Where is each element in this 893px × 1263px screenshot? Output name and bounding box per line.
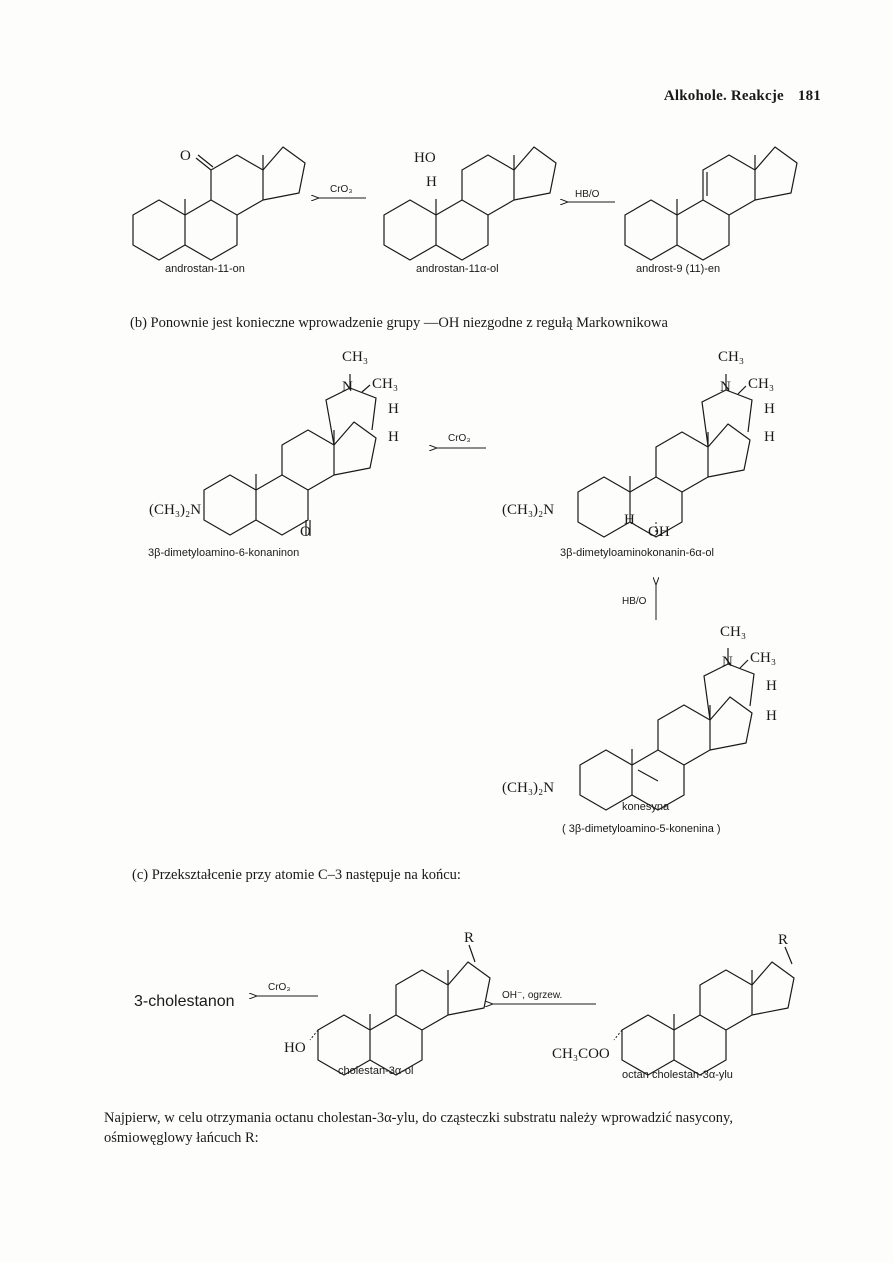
reagent-cro3-b: CrO₃ xyxy=(448,433,470,444)
nme2-r: (CH₃)₂N xyxy=(502,502,554,518)
page-number: 181 xyxy=(797,88,821,104)
reagent-hbo-b: HB/O xyxy=(622,596,647,607)
name-octan: octan cholestan-3α-ylu xyxy=(622,1069,733,1081)
arrow-a2: HB/O xyxy=(567,189,615,202)
compound-androstan-11a-ol: HO H androstan-11α-ol xyxy=(383,146,557,275)
arrow-b2: HB/O xyxy=(622,584,656,620)
reagent-cro3-a: CrO₃ xyxy=(330,184,352,195)
name-cholestan-ol: cholestan-3α-ol xyxy=(338,1065,413,1077)
header-title: Alkohole. Reakcje xyxy=(663,88,784,104)
ch3-top-r: CH₃ xyxy=(718,349,744,365)
n-atom-r: N xyxy=(720,379,731,395)
carbonyl-o: O xyxy=(180,148,191,164)
ch3-n-k: CH₃ xyxy=(750,650,776,666)
h-6: H xyxy=(624,512,635,528)
name-androstan-11a-ol: androstan-11α-ol xyxy=(416,263,499,275)
name-androst-9-11-en: androst-9 (11)-en xyxy=(636,263,720,275)
h-lower: H xyxy=(388,429,399,445)
oh-6: OH xyxy=(648,524,670,540)
n-atom: N xyxy=(342,379,353,395)
name-konaninon: 3β-dimetyloamino-6-konaninon xyxy=(148,547,299,559)
h-lower-r: H xyxy=(764,429,775,445)
h-upper-r: H xyxy=(764,401,775,417)
compound-androst-9-11-en: androst-9 (11)-en xyxy=(624,146,798,275)
ch3-top: CH₃ xyxy=(342,349,368,365)
compound-konaninon: CH₃ N CH₃ H H (CH₃)₂N O 3β-dimetyloamino… xyxy=(148,349,399,559)
substituent-h: H xyxy=(426,174,437,190)
reagent-cro3-c: CrO₃ xyxy=(268,982,290,993)
r-group-1: R xyxy=(464,930,474,946)
name-konanin-ol: 3β-dimetyloaminokonanin-6α-ol xyxy=(560,547,714,559)
name-konesyna: konesyna xyxy=(622,801,670,813)
ch3coo: CH₃COO xyxy=(552,1046,610,1062)
name-androstan-11-on: androstan-11-on xyxy=(165,263,245,275)
ch3-n-r: CH₃ xyxy=(748,376,774,392)
n-atom-k: N xyxy=(722,654,733,670)
closing-paragraph: Najpierw, w celu otrzymania octanu chole… xyxy=(104,1110,733,1146)
nme2: (CH₃)₂N xyxy=(149,502,201,518)
ch3-top-k: CH₃ xyxy=(720,624,746,640)
compound-androstan-11-on: O androstan-11-on xyxy=(132,146,306,275)
arrow-a1: CrO₃ xyxy=(318,184,366,198)
section-c-intro: (c) Przekształcenie przy atomie C–3 nast… xyxy=(132,867,461,883)
compound-octan-cholestanylu: R CH₃COO octan cholestan-3α-ylu xyxy=(552,932,795,1081)
section-b-intro: (b) Ponownie jest konieczne wprowadzenie… xyxy=(130,315,668,331)
compound-konesyna: CH₃ N CH₃ H H (CH₃)₂N konesyna ( 3β-dime… xyxy=(502,624,777,835)
reagent-oh: OH⁻, ogrzew. xyxy=(502,990,562,1001)
r-group-2: R xyxy=(778,932,788,948)
synonym-konesyna: ( 3β-dimetyloamino-5-konenina ) xyxy=(562,823,721,835)
ho-3: HO xyxy=(284,1040,306,1056)
h-lower-k: H xyxy=(766,708,777,724)
nme2-k: (CH₃)₂N xyxy=(502,780,554,796)
substituent-ho: HO xyxy=(414,150,436,166)
h-upper: H xyxy=(388,401,399,417)
reagent-hbo-a: HB/O xyxy=(575,189,600,200)
carbonyl-o-b: O xyxy=(300,524,311,540)
h-upper-k: H xyxy=(766,678,777,694)
product-3-cholestanon: 3-cholestanon xyxy=(134,993,235,1010)
running-header: Alkohole. Reakcje 181 xyxy=(664,88,821,105)
ch3-n: CH₃ xyxy=(372,376,398,392)
arrow-c2: OH⁻, ogrzew. xyxy=(492,990,596,1004)
compound-cholestan-ol: R HO cholestan-3α-ol xyxy=(284,930,491,1077)
compound-konanin-ol: CH₃ N CH₃ H H (CH₃)₂N H OH 3β-dimetyloam… xyxy=(502,349,775,559)
arrow-c1: CrO₃ xyxy=(256,982,318,996)
arrow-b1: CrO₃ xyxy=(436,433,486,448)
